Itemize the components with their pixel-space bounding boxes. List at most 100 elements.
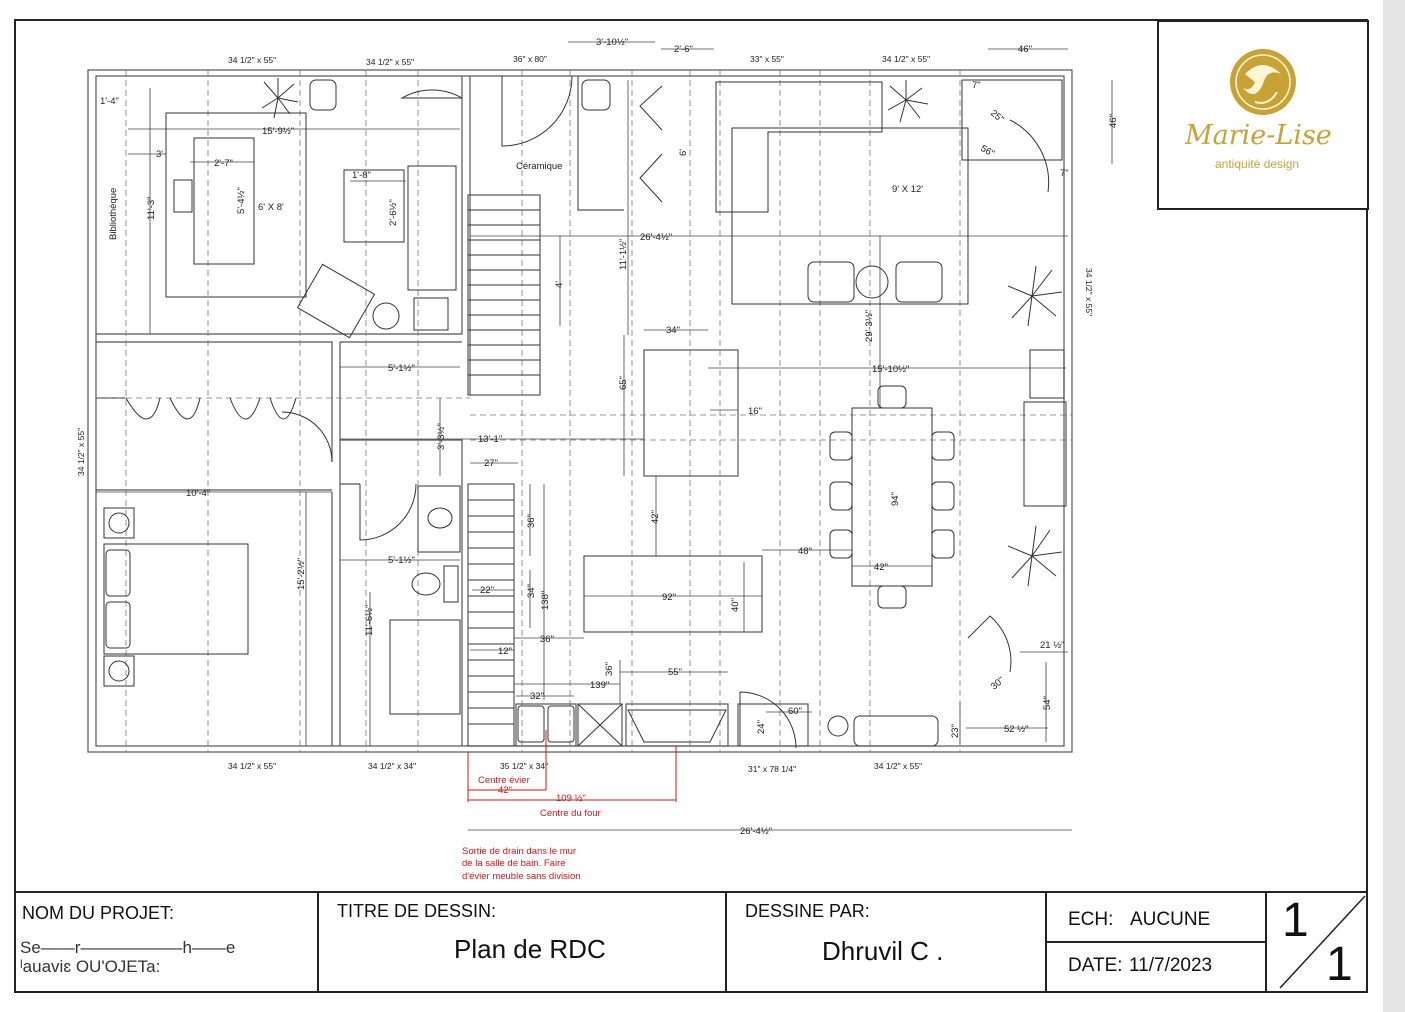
dim-label: 1'-8": [352, 170, 371, 181]
dim-label: 55": [668, 667, 682, 678]
label-rug-living: 9' X 12': [892, 184, 923, 195]
window-label: 35 1/2" x 34": [500, 761, 548, 771]
drawn-by-label: DESSINE PAR:: [745, 901, 870, 921]
dim-label: 92": [662, 592, 676, 603]
note-centre-four: Centre du four: [540, 808, 601, 819]
dim-label: 13'-1": [478, 434, 502, 445]
dim-label: 48": [798, 546, 812, 557]
dim-label: 60": [788, 706, 802, 717]
window-label: 33" x 55": [750, 54, 784, 64]
window-label: 34 1/2" x 34": [368, 761, 416, 771]
red-dimension-lines: [467, 730, 677, 802]
window-label: 34 1/2" x 55": [76, 428, 86, 476]
dim-label: 36": [526, 514, 537, 528]
dim-label: 1'-4": [100, 96, 119, 107]
drawing-title-label: TITRE DE DESSIN:: [337, 901, 497, 921]
dimension-labels: 1'-4" 15'-9½" 3' 2'-7" 11'-3" 5'-4½" 1'-…: [100, 37, 1119, 837]
dim-label: 139": [590, 680, 609, 691]
note-42: 42": [498, 785, 512, 796]
note-drain-line3: d'évier meuble sans division: [462, 871, 581, 882]
dim-label: 3'-10½": [596, 37, 628, 48]
date-label: DATE:: [1068, 955, 1123, 976]
window-label: 34 1/2" x 55": [1084, 268, 1094, 316]
dim-label: 15'-9½": [262, 126, 294, 137]
red-notes: Centre évier 42" 109 ½" Centre du four S…: [462, 775, 601, 882]
dim-label: 29'-3½": [864, 310, 875, 342]
date-value: 11/7/2023: [1129, 955, 1213, 976]
dim-label: 11'-3": [146, 197, 157, 221]
dim-label: 36": [604, 662, 615, 676]
note-drain-line1: Sortie de drain dans le mur: [462, 846, 576, 857]
note-centre-evier: Centre évier: [478, 775, 530, 786]
dim-label: 21 ½": [1040, 640, 1065, 651]
dim-label: 3': [156, 149, 163, 160]
dim-label: 27": [484, 458, 498, 469]
dim-label: 5'-4½": [236, 187, 247, 214]
scale-value: AUCUNE: [1130, 909, 1211, 930]
dim-label: 26'-4½": [640, 232, 672, 243]
label-bibliotheque: Bibliothèque: [108, 188, 119, 240]
dim-label: 10'-4": [186, 488, 210, 499]
dim-label: 24": [756, 720, 767, 734]
dim-label: 94": [890, 492, 901, 506]
window-label: 34 1/2" x 55": [228, 761, 276, 771]
dim-label: 30": [989, 675, 1007, 692]
dim-label: 34": [526, 584, 537, 598]
project-address-value: ˡauaviɛ OU'OJETa:: [20, 957, 161, 976]
logo-tagline: antiquité design: [1215, 157, 1300, 171]
scale-label: ECH:: [1068, 909, 1114, 930]
dim-label: 12": [498, 646, 512, 657]
furniture: [103, 79, 1067, 747]
grid-lines: [96, 70, 1072, 752]
label-rug-office: 6' X 8': [258, 202, 284, 213]
dim-label: 56": [979, 143, 997, 160]
doors: [125, 75, 1050, 749]
dim-label: 15'-10½": [872, 364, 909, 375]
dim-label: 15'-2½": [296, 558, 307, 590]
dim-label: 6': [678, 149, 689, 156]
project-name-value: Se——r——————h——e: [20, 938, 236, 957]
sheet-number: 1: [1282, 894, 1309, 947]
scrollbar[interactable]: [1383, 0, 1405, 1012]
note-109: 109 ½": [556, 793, 586, 804]
sheet-border: [14, 19, 1368, 993]
dim-label: 54": [1042, 696, 1053, 710]
dim-label: 2'-6½": [388, 199, 399, 226]
dim-label: 52 ½": [1004, 724, 1029, 735]
dim-label: 23": [950, 724, 961, 738]
label-ceramique: Céramique: [516, 161, 562, 172]
sheet-total: 1: [1326, 938, 1353, 991]
dim-label: 5'-1½": [388, 555, 415, 566]
dim-label: 32": [530, 691, 544, 702]
dim-label: 2'-6": [674, 44, 693, 55]
dim-label: 7": [972, 80, 981, 91]
dim-label: 46": [1108, 114, 1119, 128]
window-label: 34 1/2" x 55": [874, 761, 922, 771]
window-label: 31" x 78 1/4": [748, 764, 796, 774]
dim-label: 11'-6½": [364, 605, 375, 636]
dim-label: 16": [748, 406, 762, 417]
dim-label: 65": [618, 376, 629, 390]
dim-label: 34": [666, 325, 680, 336]
dim-label: 7": [1060, 168, 1069, 179]
logo-box: Marie-Lise antiquité design: [1157, 20, 1369, 210]
note-drain-line2: de la salle de bain. Faire: [462, 858, 566, 869]
drawn-by-value: Dhruvil C .: [822, 936, 944, 966]
dim-label: 2'-7": [214, 158, 233, 169]
dim-label: 40": [730, 598, 741, 612]
window-label: 36" x 80": [513, 54, 547, 64]
dim-label: 42": [874, 562, 888, 573]
logo-brand-text: Marie-Lise: [1185, 120, 1332, 151]
dim-label: 36": [540, 634, 554, 645]
dim-label: 138": [540, 591, 551, 610]
dim-label: 22": [480, 585, 494, 596]
dim-label: 11'-1½": [618, 239, 629, 270]
dim-label: 26'-4½": [740, 826, 772, 837]
dim-label: 25": [988, 108, 1006, 125]
brand-logo: [1230, 49, 1296, 115]
dim-label: 5'-1½": [388, 363, 415, 374]
dim-label: 3'-3½": [436, 423, 447, 450]
dim-label: 4': [554, 281, 565, 288]
